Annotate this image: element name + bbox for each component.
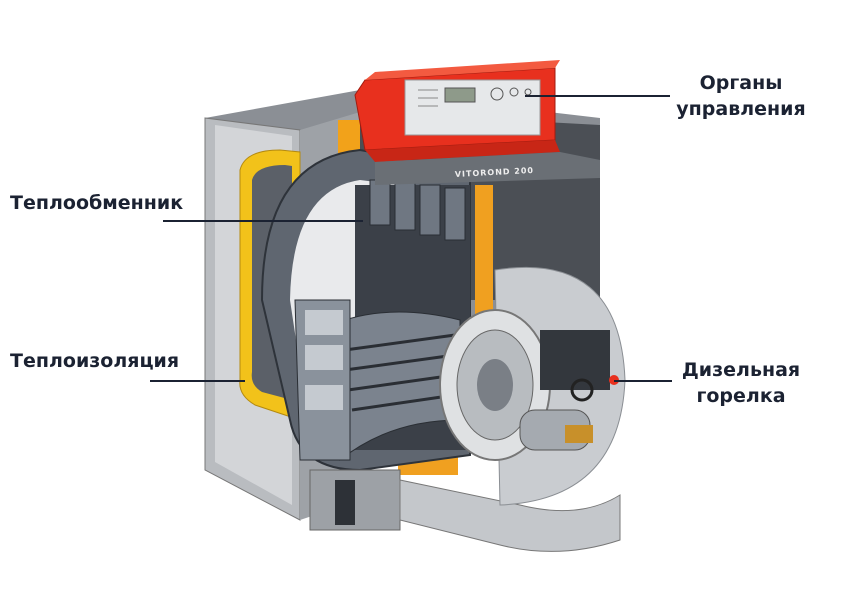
label-heat-exchanger: Теплообменник [10,192,184,214]
insulation-leader-line [150,380,245,382]
burner-leader-line [614,380,672,382]
label-burner: Дизельная горелка [676,357,806,409]
controls-leader-line [525,95,670,97]
label-insulation: Теплоизоляция [10,350,180,372]
control-panel: VITOROND 200 [354,60,600,185]
label-controls-line1: Органы [699,72,783,94]
label-controls: Органы управления [676,70,806,122]
label-burner-line1: Дизельная [681,359,801,381]
diesel-burner [439,266,626,506]
label-controls-line2: управления [676,98,806,120]
boiler-base [309,469,621,552]
label-burner-line2: горелка [696,385,786,407]
heat-exchanger [260,148,471,472]
heat-exchanger-leader-line [163,220,363,222]
model-name: VITOROND 200 [455,166,535,179]
